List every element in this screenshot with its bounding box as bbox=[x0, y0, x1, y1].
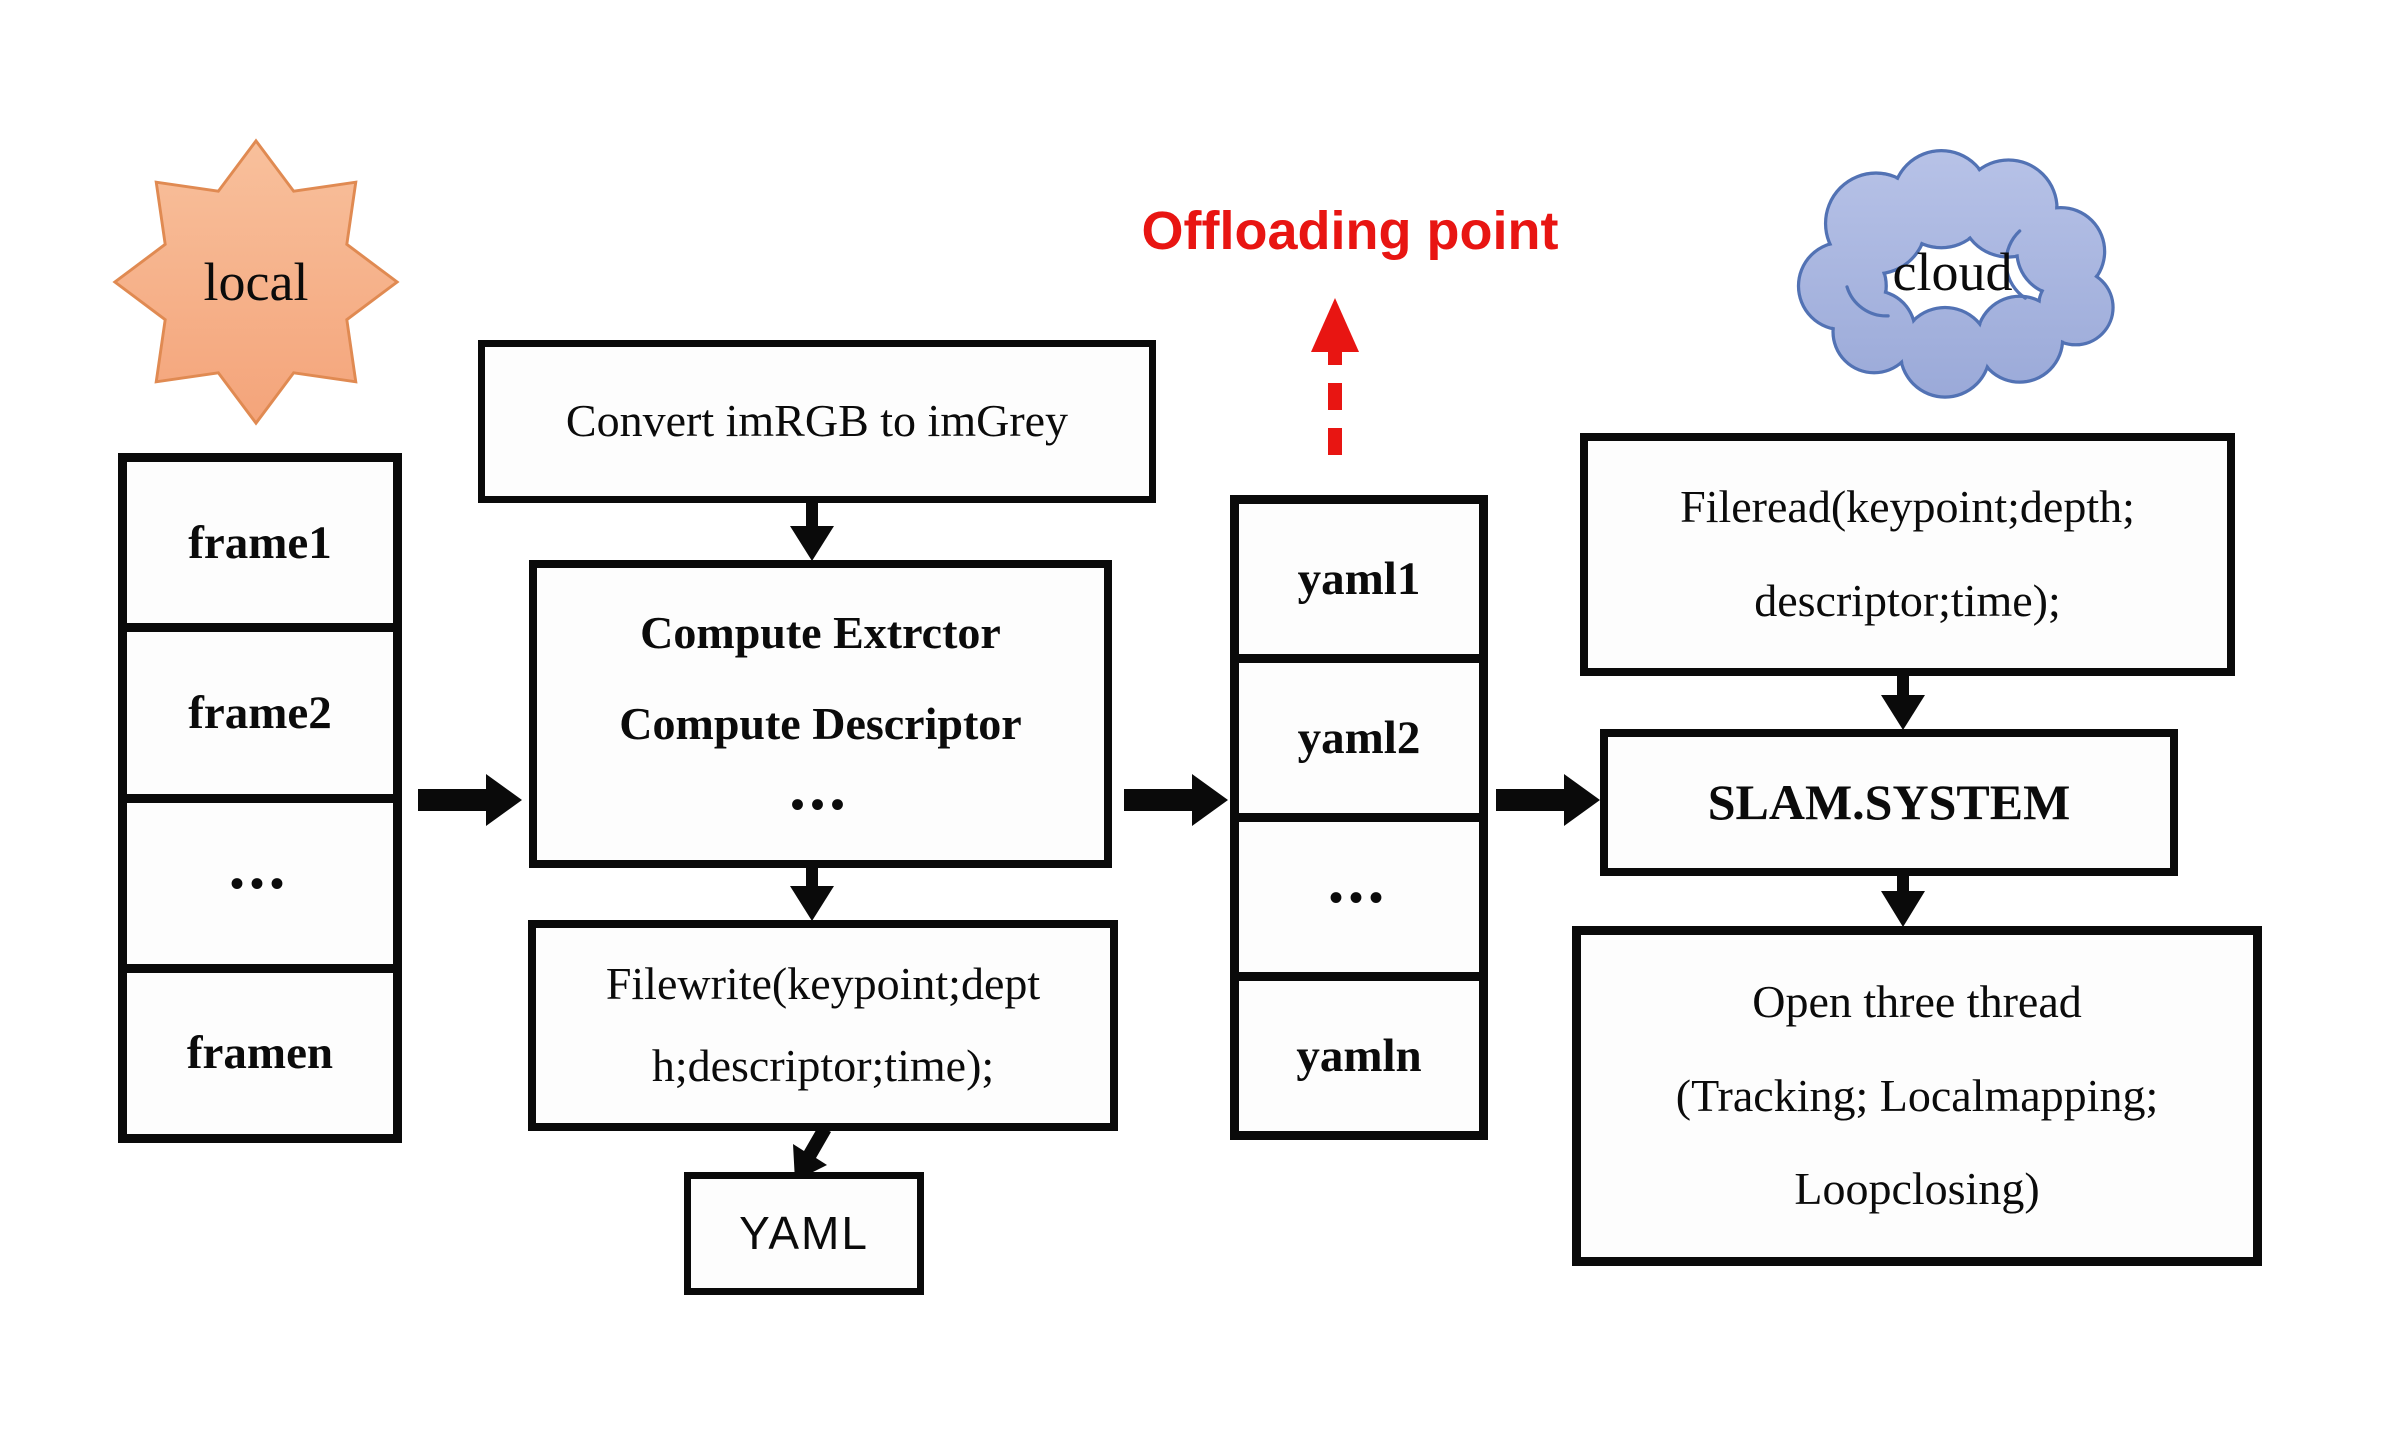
yaml-stack-item: yamln bbox=[1239, 981, 1479, 1131]
arrow-convert-to-compute bbox=[790, 503, 834, 561]
yaml-stack-item-label: yamln bbox=[1296, 1030, 1422, 1082]
cloud-label: cloud bbox=[1892, 242, 2013, 302]
frame-stack-ellipsis-label: ••• bbox=[229, 860, 290, 906]
frame-stack-ellipsis: ••• bbox=[127, 803, 393, 973]
arrow-compute-to-filewrite bbox=[790, 866, 834, 921]
arrow-slam-to-open bbox=[1881, 875, 1925, 927]
frame-stack: frame1 frame2 ••• framen bbox=[118, 453, 402, 1143]
compute-box-line: Compute Extrctor bbox=[640, 606, 1001, 658]
compute-box-ellipsis: ••• bbox=[790, 782, 851, 828]
offloading-arrow bbox=[1311, 298, 1359, 455]
cloud-icon bbox=[1796, 149, 2115, 399]
yaml-stack-item: yaml1 bbox=[1239, 504, 1479, 663]
frame-stack-item: framen bbox=[127, 973, 393, 1134]
local-label: local bbox=[203, 252, 309, 312]
arrow-compute-to-yaml-stack bbox=[1124, 774, 1228, 826]
compute-box: Compute Extrctor Compute Descriptor ••• bbox=[529, 560, 1112, 868]
yaml-file-box-label: YAML bbox=[739, 1207, 869, 1260]
slam-system-box: SLAM.SYSTEM bbox=[1600, 729, 2178, 876]
cloud-node: cloud bbox=[1775, 132, 2130, 412]
fileread-box-line: descriptor;time); bbox=[1754, 574, 2061, 626]
filewrite-box-line: h;descriptor;time); bbox=[651, 1040, 995, 1092]
frame-stack-item-label: framen bbox=[186, 1027, 334, 1080]
frame-stack-item: frame1 bbox=[127, 462, 393, 633]
open-threads-box: Open three thread (Tracking; Localmappin… bbox=[1572, 926, 2262, 1266]
filewrite-box-line: Filewrite(keypoint;dept bbox=[605, 957, 1041, 1009]
fileread-box: Fileread(keypoint;depth; descriptor;time… bbox=[1580, 433, 2235, 676]
star-icon bbox=[112, 138, 400, 426]
yaml-stack-item-label: yaml1 bbox=[1297, 553, 1421, 605]
yaml-stack-item: yaml2 bbox=[1239, 663, 1479, 822]
open-threads-line: (Tracking; Localmapping; bbox=[1675, 1069, 2159, 1121]
convert-box: Convert imRGB to imGrey bbox=[478, 340, 1156, 503]
frame-stack-item-label: frame1 bbox=[188, 516, 332, 569]
yaml-file-box: YAML bbox=[684, 1172, 924, 1295]
filewrite-box: Filewrite(keypoint;dept h;descriptor;tim… bbox=[528, 920, 1118, 1131]
compute-box-line: Compute Descriptor bbox=[619, 697, 1022, 749]
yaml-stack-ellipsis: ••• bbox=[1239, 822, 1479, 981]
open-threads-line: Open three thread bbox=[1752, 975, 2082, 1027]
frame-stack-item: frame2 bbox=[127, 632, 393, 803]
fileread-box-line: Fileread(keypoint;depth; bbox=[1680, 481, 2135, 533]
yaml-stack-ellipsis-label: ••• bbox=[1328, 874, 1389, 920]
convert-box-label: Convert imRGB to imGrey bbox=[565, 395, 1069, 447]
arrow-yaml-stack-to-slam bbox=[1496, 774, 1600, 826]
yaml-stack-item-label: yaml2 bbox=[1297, 712, 1421, 764]
slam-system-label: SLAM.SYSTEM bbox=[1707, 773, 2071, 830]
open-threads-line: Loopclosing) bbox=[1794, 1163, 2040, 1215]
frame-stack-item-label: frame2 bbox=[188, 686, 332, 739]
yaml-stack: yaml1 yaml2 ••• yamln bbox=[1230, 495, 1488, 1140]
local-node: local bbox=[110, 136, 402, 428]
offloading-point-label: Offloading point bbox=[1141, 201, 1559, 261]
arrow-frames-to-compute bbox=[418, 774, 522, 826]
arrow-fileread-to-slam bbox=[1881, 676, 1925, 730]
